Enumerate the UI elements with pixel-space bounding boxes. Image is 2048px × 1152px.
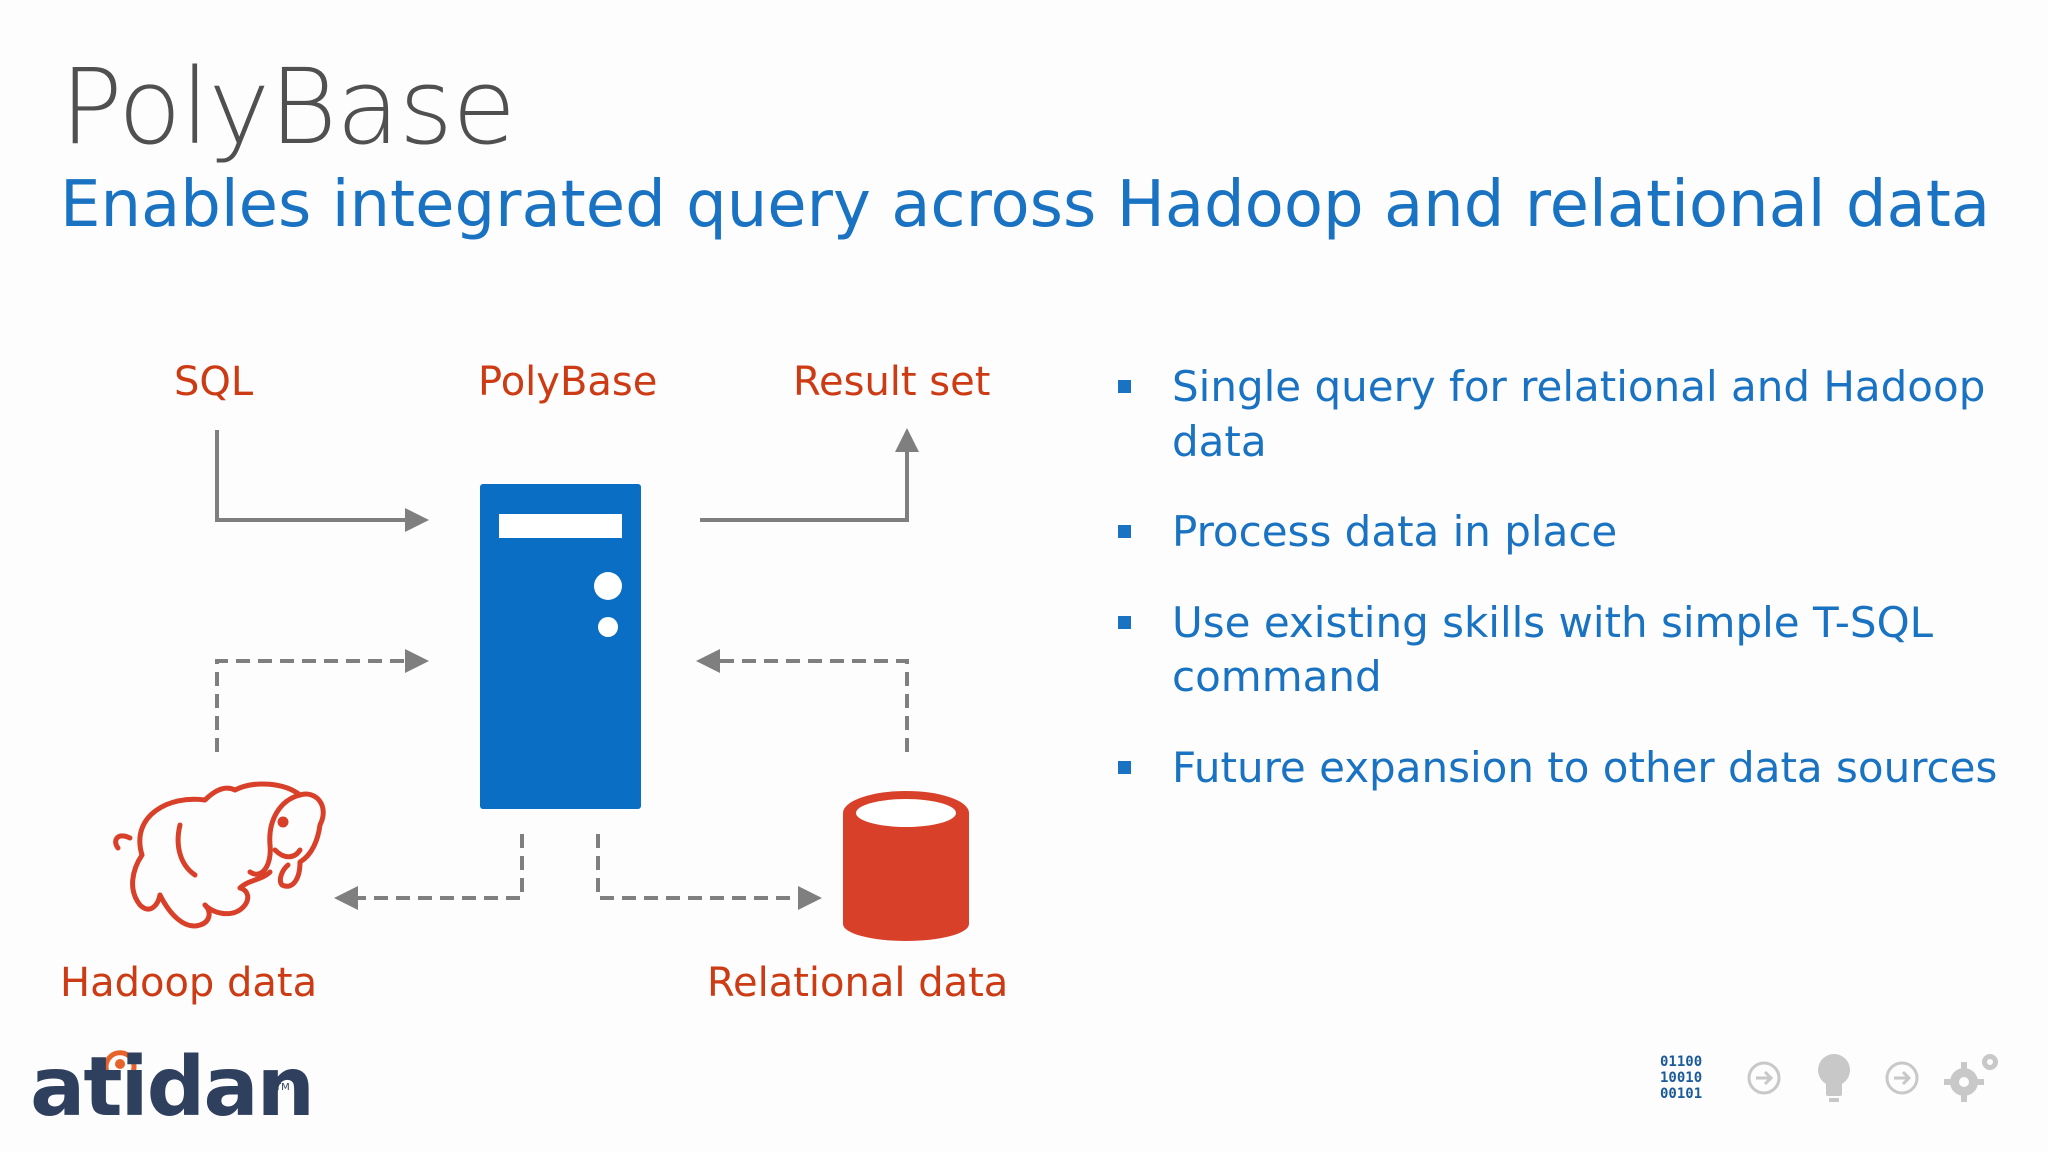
page-title: PolyBase: [60, 46, 516, 168]
hadoop-to-polybase-arrow: [215, 649, 429, 752]
list-item: Future expansion to other data sources: [1112, 741, 2012, 796]
relational-data-label: Relational data: [707, 960, 1009, 1006]
bullet-icon: [1118, 760, 1131, 774]
polybase-to-hadoop-arrow: [334, 834, 524, 910]
feature-list: Single query for relational and Hadoop d…: [1112, 360, 2012, 832]
polybase-to-result-arrow: [700, 428, 919, 522]
gears-icon: [1944, 1054, 1998, 1102]
atidan-logo: atidan: [30, 1040, 315, 1135]
footer-icons: [1747, 1054, 1998, 1102]
database-icon: [843, 791, 969, 941]
sql-label: SQL: [174, 359, 254, 405]
polybase-to-relational-arrow: [596, 834, 822, 910]
list-item: Single query for relational and Hadoop d…: [1112, 360, 2012, 469]
hadoop-data-label: Hadoop data: [60, 960, 318, 1006]
bullet-icon: [1118, 525, 1131, 539]
bullet-icon: [1118, 615, 1131, 629]
trademark: TM: [275, 1082, 290, 1093]
list-item: Use existing skills with simple T-SQL co…: [1112, 596, 2012, 705]
bullet-icon: [1118, 380, 1131, 393]
page-subtitle: Enables integrated query across Hadoop a…: [60, 168, 1991, 242]
atidan-logo-mark-icon: [103, 1050, 137, 1076]
hadoop-elephant-icon: [113, 781, 326, 929]
arrow-circle-icon: [1885, 1061, 1919, 1095]
lightbulb-icon: [1818, 1054, 1850, 1102]
list-item: Process data in place: [1112, 505, 2012, 560]
polybase-label: PolyBase: [478, 359, 658, 405]
relational-to-polybase-arrow: [696, 649, 909, 752]
sql-to-polybase-arrow: [215, 430, 429, 532]
result-set-label: Result set: [793, 359, 991, 405]
arrow-circle-icon: [1747, 1061, 1781, 1095]
binary-icon: 01100 10010 00101: [1660, 1054, 1703, 1102]
server-icon: [480, 484, 641, 809]
